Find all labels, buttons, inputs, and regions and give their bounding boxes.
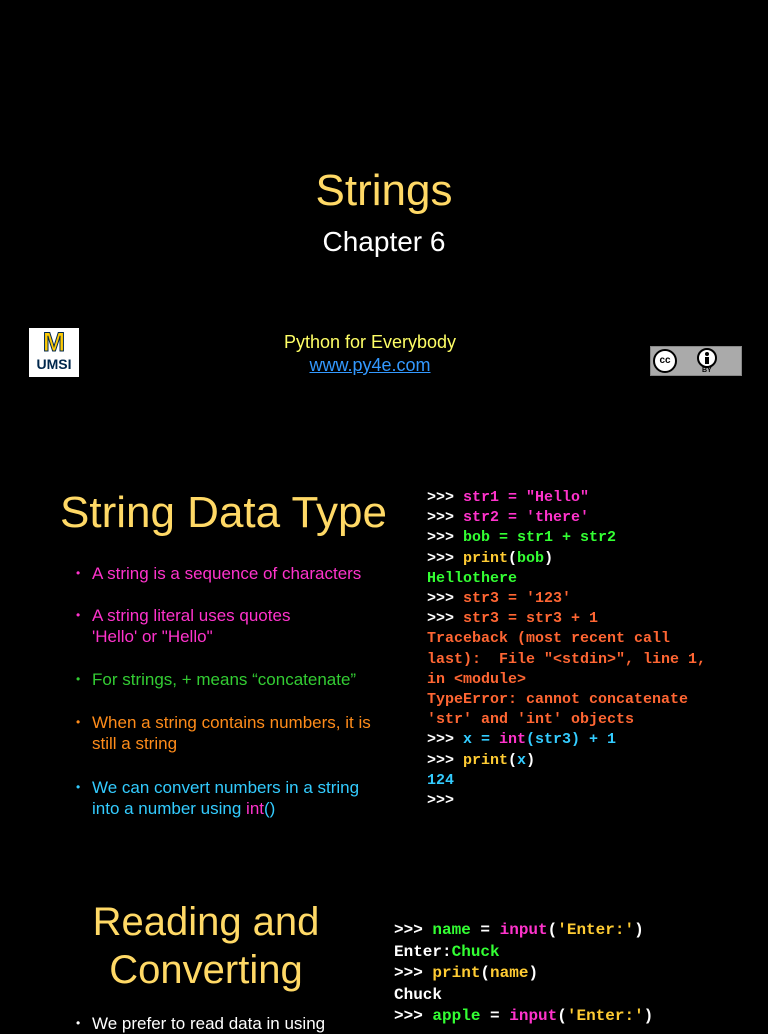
code-token: (: [508, 549, 518, 567]
code-token: last): File "<stdin>", line 1,: [427, 650, 707, 668]
bullet-item: We can convert numbers in a string into …: [76, 777, 359, 819]
code-token: >>>: [427, 751, 464, 769]
code-line: 124: [427, 771, 706, 791]
code-line: TypeError: cannot concatenate: [427, 690, 706, 710]
code-line: >>> name = input('Enter:'): [394, 920, 653, 942]
code-token: name: [432, 921, 471, 939]
code-token: ): [643, 1007, 654, 1025]
michigan-m-logo: M: [42, 327, 66, 357]
code-line: >>> str1 = "Hello": [427, 488, 706, 508]
code-line: >>> x = int(str3) + 1: [427, 730, 706, 750]
code-line: >>> apple = input('Enter:'): [394, 1006, 653, 1028]
code-token: TypeError: cannot concatenate: [427, 691, 689, 709]
code-line: >>> print(name): [394, 963, 653, 985]
code-token: (: [508, 751, 518, 769]
code-token: x: [517, 751, 527, 769]
code-token: >>>: [427, 731, 464, 749]
code-token: 'str' and 'int' objects: [427, 711, 635, 729]
code-token: (: [480, 964, 491, 982]
code-token: >>>: [427, 610, 464, 628]
code-token: x =: [463, 731, 500, 749]
umsi-logo-text: UMSI: [36, 356, 72, 372]
code-line: in <module>: [427, 670, 706, 690]
bullet-item: A string is a sequence of characters: [76, 563, 361, 584]
code-token: apple: [432, 1007, 481, 1025]
bullet-item: A string literal uses quotes 'Hello' or …: [76, 605, 290, 647]
code-line: >>> str3 = '123': [427, 589, 706, 609]
slide-heading-reading-and-converting: Reading and Converting: [92, 900, 320, 992]
code-token: (: [557, 1007, 567, 1025]
code-token: ): [526, 751, 536, 769]
cc-icon: cc: [653, 349, 677, 373]
code-token: >>>: [427, 529, 464, 547]
code-token: >>>: [427, 489, 464, 506]
bullet-item: For strings, + means “concatenate”: [76, 669, 356, 690]
code-token: bob = str1 + str2: [463, 529, 617, 547]
code-token: >>>: [427, 549, 464, 567]
code-token: ): [528, 964, 539, 982]
code-token: print: [432, 964, 481, 982]
code-token: str3 = '123': [463, 590, 572, 608]
slide-subtitle: Chapter 6: [322, 226, 446, 257]
code-token: =: [480, 1007, 510, 1025]
attribution-person-icon: [697, 348, 717, 368]
code-line: >>> bob = str1 + str2: [427, 528, 706, 548]
code-token: str3 = str3 + 1: [463, 610, 599, 628]
course-name: Python for Everybody: [283, 332, 457, 352]
code-token: 'Enter:': [566, 1007, 644, 1025]
code-token: ): [634, 921, 644, 939]
code-token: >>>: [427, 509, 464, 527]
code-token: bob: [517, 549, 545, 567]
code-line: >>> str2 = 'there': [427, 508, 706, 528]
code-token: Chuck: [451, 942, 500, 961]
code-token: >>>: [394, 964, 433, 982]
code-line: last): File "<stdin>", line 1,: [427, 650, 706, 670]
code-token: str1 = "Hello": [463, 489, 590, 506]
code-line: Traceback (most recent call: [427, 629, 706, 649]
cc-license-badge: cc BY: [650, 346, 742, 376]
code-line: >>> str3 = str3 + 1: [427, 609, 706, 629]
code-token: (: [547, 921, 558, 939]
code-line: Chuck: [394, 985, 653, 1007]
code-token: input: [509, 1007, 558, 1025]
course-url-link[interactable]: www.py4e.com: [309, 355, 431, 375]
code-token: name: [490, 964, 529, 982]
code-line: Enter:Chuck: [394, 942, 653, 964]
code-line: >>>: [427, 791, 706, 811]
bullet-item: When a string contains numbers, it is st…: [76, 712, 371, 754]
code-token: print: [463, 549, 509, 567]
slide-title: Strings: [315, 166, 453, 215]
code-token: ): [544, 549, 554, 567]
code-token: Traceback (most recent call: [427, 630, 671, 648]
code-token: >>>: [394, 1007, 433, 1025]
code-token: input: [499, 921, 548, 939]
code-token: (str3) + 1: [526, 731, 617, 749]
code-block-string-data-type: >>> str1 = "Hello">>> str2 = 'there'>>> …: [427, 488, 706, 811]
code-block-reading-converting: >>> name = input('Enter:')Enter:Chuck>>>…: [394, 920, 653, 1028]
code-line: >>> print(bob): [427, 549, 706, 569]
code-token: print: [463, 751, 509, 769]
by-label: BY: [702, 367, 712, 374]
code-token: Chuck: [394, 985, 443, 1004]
code-token: str2 = 'there': [463, 509, 590, 527]
code-token: in <module>: [427, 670, 527, 688]
code-token: =: [470, 921, 500, 939]
code-line: >>> print(x): [427, 751, 706, 771]
code-token: 'Enter:': [557, 921, 635, 939]
code-token: int: [499, 731, 527, 749]
code-token: Hellothere: [427, 569, 518, 587]
code-token: >>>: [427, 590, 464, 608]
slide-heading-string-data-type: String Data Type: [60, 488, 387, 537]
code-line: Hellothere: [427, 569, 706, 589]
umsi-logo: M UMSI: [29, 328, 79, 377]
code-line: 'str' and 'int' objects: [427, 710, 706, 730]
code-token: >>>: [394, 921, 433, 939]
int-function-name: int: [246, 799, 265, 818]
code-token: >>>: [427, 792, 455, 810]
code-token: Enter:: [394, 942, 452, 961]
code-token: 124: [427, 771, 455, 789]
